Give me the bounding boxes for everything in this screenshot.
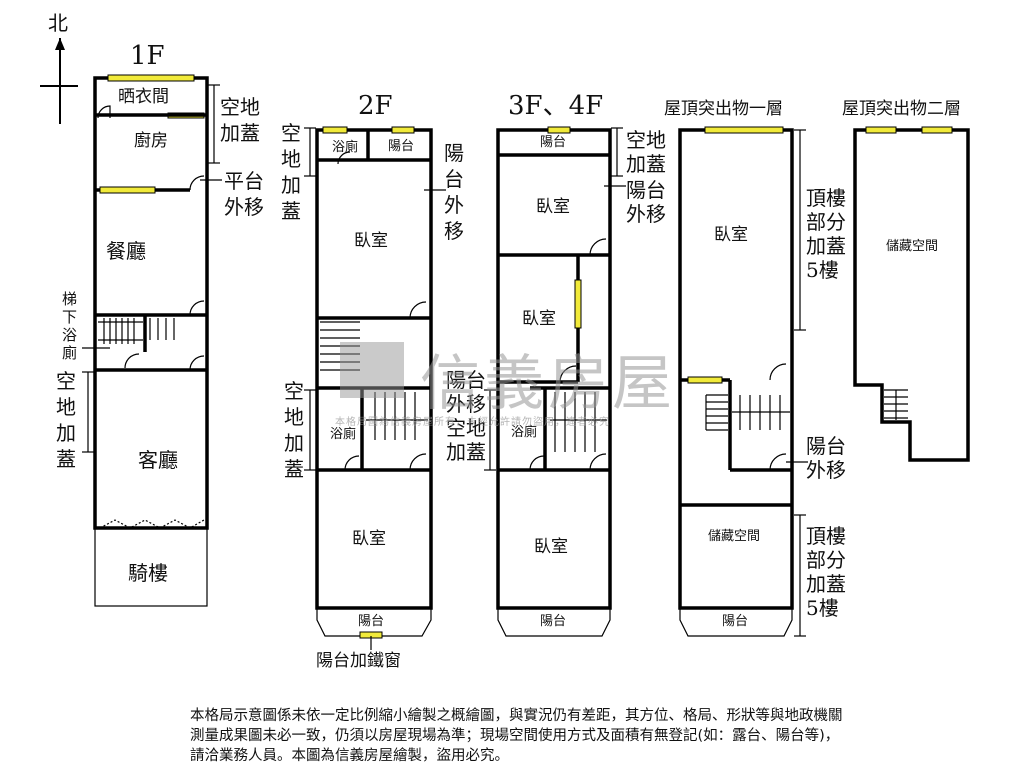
room-bath-3f: 浴廁	[511, 424, 537, 440]
door-icon	[337, 151, 351, 165]
door-icon	[189, 300, 205, 316]
watermark-brand: 信義房屋	[420, 349, 676, 419]
door-icon	[124, 353, 140, 369]
room-kitchen: 廚房	[134, 130, 168, 151]
note-1f-platform-out: 平台外移	[224, 169, 264, 219]
floor-title-2f: 2F	[358, 91, 393, 121]
door-icon	[769, 363, 787, 381]
note-roof1-balcony-out: 陽台外移	[806, 434, 846, 482]
watermark-logo-icon	[340, 342, 404, 398]
door-icon	[529, 455, 545, 471]
door-icon	[409, 453, 427, 471]
note-3f-balcony-out-mid: 陽台外移	[446, 368, 486, 416]
disclaimer-text: 本格局示意圖係未依一定比例縮小繪製之概繪圖，與實況仍有差距，其方位、格局、形狀等…	[190, 708, 843, 764]
note-3f-open-land-mid: 空地加蓋	[446, 416, 486, 464]
watermark-sub: 本格局圖為信義房屋所有，未經允許請勿盜用，違者必究	[335, 417, 610, 428]
note-3f-balcony-out-top: 陽台外移	[626, 178, 666, 226]
floor-title-roof1: 屋頂突出物一層	[664, 99, 783, 119]
door-icon	[189, 175, 205, 191]
note-2f-balcony-out: 陽台外移	[444, 141, 464, 243]
room-bath-top: 浴廁	[332, 139, 358, 155]
room-balcony-bottom: 陽台	[358, 614, 384, 629]
note-roof1-top-addon: 頂樓部分加蓋5樓	[806, 186, 846, 282]
floor-title-roof2: 屋頂突出物二層	[842, 99, 961, 119]
note-3f-open-land-top: 空地加蓋	[626, 128, 666, 176]
room-balcony-roof1: 陽台	[722, 614, 748, 629]
north-label: 北	[48, 11, 68, 35]
note-1f-open-land-top: 空地加蓋	[220, 95, 260, 145]
room-balcony-top: 陽台	[388, 139, 414, 154]
stairs-icon	[550, 392, 607, 452]
room-storage-roof2: 儲藏空間	[886, 239, 938, 254]
room-bath-mid: 浴廁	[330, 426, 356, 442]
door-icon	[589, 453, 607, 471]
stairs-icon	[884, 389, 908, 420]
room-living: 客廳	[138, 448, 178, 472]
room-laundry: 晒衣間	[118, 87, 169, 107]
room-storage-roof1: 儲藏空間	[708, 529, 760, 544]
note-2f-open-land-mid: 空地加蓋	[284, 379, 304, 481]
room-balcony-top-3f: 陽台	[540, 135, 566, 150]
floor-title-3f4f: 3F、4F	[508, 91, 603, 121]
note-2f-open-land-top: 空地加蓋	[281, 121, 301, 223]
room-bedroom-bottom: 臥室	[352, 529, 386, 549]
room-bedroom-roof1: 臥室	[714, 225, 748, 245]
stairs-icon	[98, 318, 175, 344]
room-bedroom-1-3f: 臥室	[536, 197, 570, 217]
door-icon	[769, 453, 787, 471]
door-icon	[189, 355, 205, 371]
door-icon	[409, 301, 427, 319]
note-1f-open-land-mid: 空地加蓋	[56, 369, 76, 471]
floor-title-1f: 1F	[130, 41, 165, 71]
note-roof1-bottom-addon: 頂樓部分加蓋5樓	[806, 524, 846, 620]
room-balcony-bottom-3f: 陽台	[540, 614, 566, 629]
north-arrow-icon	[40, 38, 78, 124]
note-2f-iron-window: 陽台加鐵窗	[316, 651, 401, 671]
room-bedroom-top: 臥室	[354, 231, 388, 251]
stairs-icon	[705, 394, 790, 431]
floor-1f: 1F	[82, 41, 222, 607]
floor-2f: 2F	[304, 91, 446, 650]
floor-roof-2: 屋頂突出物二層 儲藏空間	[842, 99, 970, 462]
door-icon	[589, 238, 607, 256]
room-arcade: 騎樓	[128, 561, 168, 585]
door-icon	[344, 455, 360, 471]
room-bedroom-3-3f: 臥室	[534, 537, 568, 557]
room-dining: 餐廳	[106, 239, 146, 263]
floor-3f-4f: 3F、4F 陽台 臥室 臥室 浴廁	[484, 91, 626, 637]
note-1f-under-stair-bath: 梯下浴廁	[62, 290, 78, 362]
door-icon	[559, 365, 577, 383]
floor-roof-1: 屋頂突出物一層 臥	[664, 99, 808, 637]
door-icon	[97, 105, 111, 119]
room-bedroom-2-3f: 臥室	[522, 309, 556, 329]
